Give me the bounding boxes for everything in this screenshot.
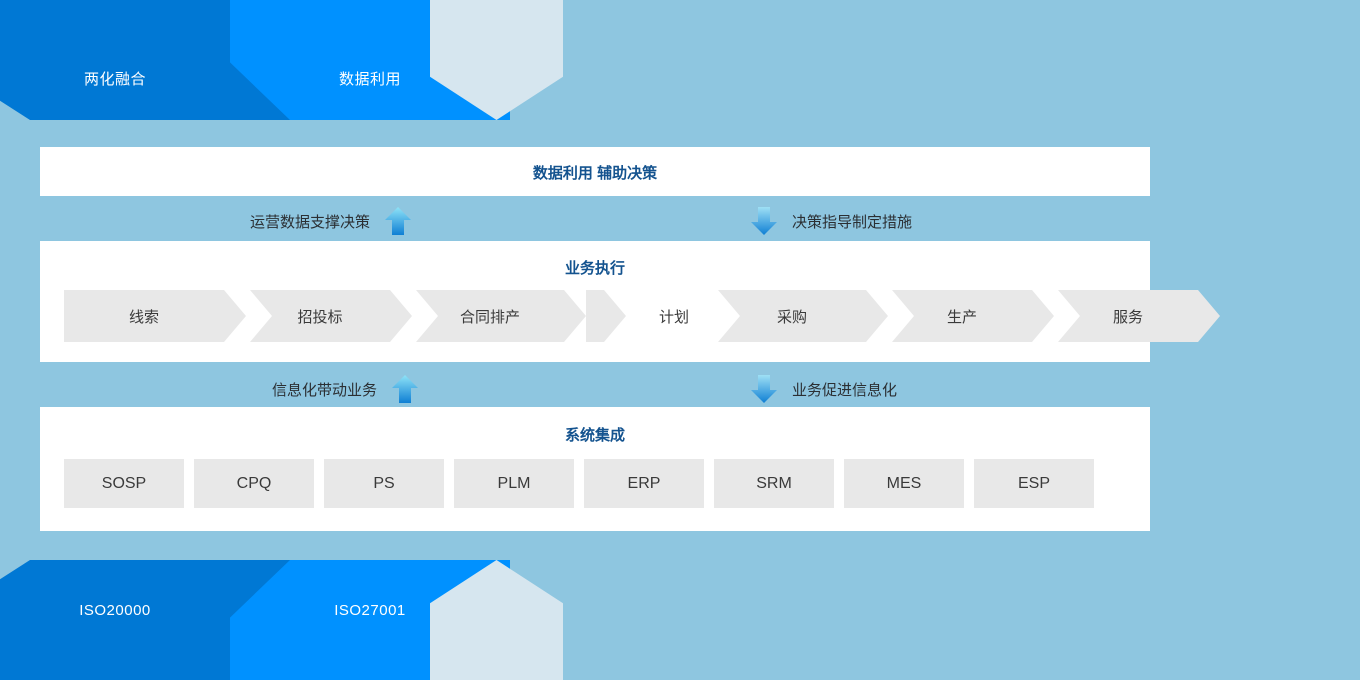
process-step-label: 合同排产 [459,308,520,326]
system-box-sosp[interactable]: SOSP [64,459,184,508]
process-chevrons-left: 线索 招投标 合同排产 [64,290,586,342]
arrow-label-operational-data: 运营数据支撑决策 [250,213,371,231]
system-box-row: SOSP CPQ PS PLM ERP SRM MES ESP [64,459,1094,508]
panel-business-title: 业务执行 [564,260,625,277]
system-box-label: SRM [756,474,792,492]
process-chevron-standalone-wrap: 计划 [586,290,722,342]
system-box-label: PLM [497,474,531,492]
arrow-down-icon [751,375,777,403]
chevron-gap [412,290,416,342]
system-box-label: ERP [627,474,661,492]
system-box-label: CPQ [236,474,272,492]
system-box-label: PS [373,474,395,492]
arrow-up-icon [392,375,419,403]
arrow-label-decision-guidance: 决策指导制定措施 [792,213,913,231]
process-step-label: 服务 [1112,308,1143,326]
process-step-plan[interactable]: 计划 [626,290,722,342]
bottom-banner-label-2: ISO27001 [334,602,406,619]
arrow-label-informatization-drives: 信息化带动业务 [272,381,378,399]
arrow-label-business-promotes: 业务促进信息化 [792,381,898,399]
system-box-erp[interactable]: ERP [584,459,704,508]
process-step-label: 计划 [658,308,689,326]
panel-decision: 数据利用 辅助决策 [40,147,1150,196]
panel-business: 业务执行 线索 招投标 合同排产 计划 [40,241,1150,362]
process-step-procurement[interactable]: 采购 [718,290,888,342]
arrow-group-up-2: 信息化带动业务 [272,369,419,409]
arrow-row-decision: 运营数据支撑决策 [0,201,1360,241]
panel-systems-title: 系统集成 [564,427,625,444]
system-box-cpq[interactable]: CPQ [194,459,314,508]
bottom-banner: ISO20000 ISO27001 [0,560,1360,680]
system-box-ps[interactable]: PS [324,459,444,508]
arrow-row-business: 信息化带动业务 [0,369,1360,409]
arrow-down-icon [751,207,777,235]
arrow-group-down-2: 业务促进信息化 [750,369,897,409]
top-banner-label-2: 数据利用 [338,71,401,88]
system-box-plm[interactable]: PLM [454,459,574,508]
bottom-banner-label-1: ISO20000 [79,602,151,619]
system-box-srm[interactable]: SRM [714,459,834,508]
system-box-mes[interactable]: MES [844,459,964,508]
chevron-gap [888,290,892,342]
chevron-gap [1054,290,1058,342]
process-step-contract-production[interactable]: 合同排产 [416,290,586,342]
process-step-production[interactable]: 生产 [892,290,1054,342]
arrow-group-down-1: 决策指导制定措施 [750,201,912,241]
process-step-label: 生产 [946,308,977,326]
system-box-label: SOSP [101,474,147,492]
system-box-label: ESP [1017,474,1050,492]
process-step-service[interactable]: 服务 [1058,290,1220,342]
process-step-lead[interactable]: 线索 [64,290,246,342]
panel-systems: 系统集成 SOSP CPQ PS PLM ERP SRM MES ESP [40,407,1150,531]
process-chevrons-right: 采购 生产 服务 [718,290,1220,342]
arrow-up-icon [385,207,412,235]
process-step-label: 招投标 [297,308,343,326]
process-step-label: 采购 [776,308,807,326]
process-step-bidding[interactable]: 招投标 [250,290,412,342]
panel-decision-title: 数据利用 辅助决策 [532,165,658,182]
top-banner: 两化融合 数据利用 [0,0,1360,120]
system-box-label: MES [886,474,922,492]
chevron-gap [246,290,250,342]
process-step-label: 线索 [128,308,159,326]
arrow-group-up-1: 运营数据支撑决策 [250,201,412,241]
top-banner-label-1: 两化融合 [83,71,146,88]
system-box-esp[interactable]: ESP [974,459,1094,508]
process-chevron-spacer [586,290,626,342]
